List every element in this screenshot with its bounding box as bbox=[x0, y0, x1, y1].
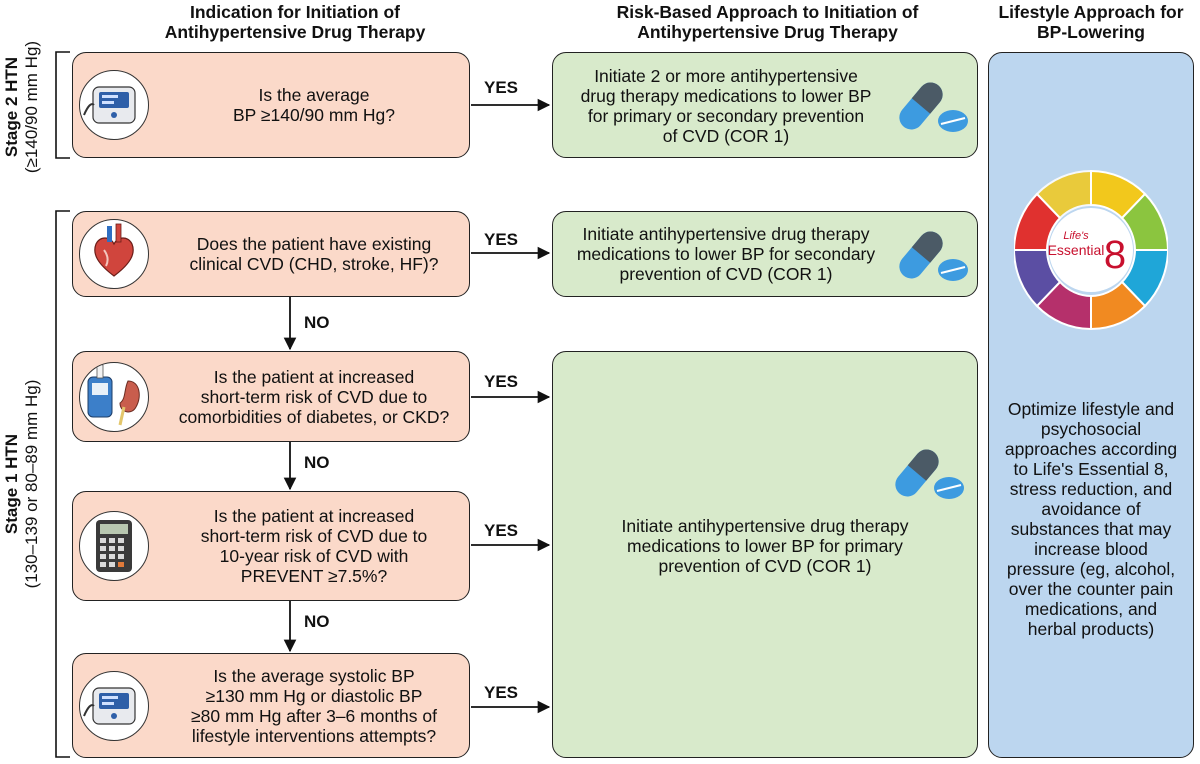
question-text: Is the patient at increased short-term r… bbox=[178, 366, 450, 427]
blood-pressure-monitor-icon bbox=[79, 670, 149, 741]
logo-text-essential: Essential bbox=[1048, 242, 1105, 258]
yes-label-2: YES bbox=[484, 230, 519, 249]
header-indication: Indication for Initiation of Antihyperte… bbox=[164, 2, 426, 42]
no-label-3: NO bbox=[304, 612, 330, 631]
question-box-prevent-risk: Is the patient at increased short-term r… bbox=[72, 491, 470, 601]
lifes-essential-8-logo: Life's Essential 8 bbox=[1012, 163, 1170, 333]
question-text: Is the average BP ≥140/90 mm Hg? bbox=[232, 85, 395, 125]
stage1-bracket bbox=[55, 210, 70, 758]
action-text: Initiate antihypertensive drug therapy m… bbox=[576, 224, 876, 284]
no-label-1: NO bbox=[304, 313, 330, 332]
yes-label-3: YES bbox=[484, 372, 519, 391]
logo-text-lifes: Life's bbox=[1063, 230, 1089, 242]
question-text: Does the patient have existing clinical … bbox=[189, 234, 439, 274]
yes-label-5: YES bbox=[484, 683, 519, 702]
question-text: Is the average systolic BP ≥130 mm Hg or… bbox=[191, 665, 437, 746]
action-box-two-drugs: Initiate 2 or more antihypertensive drug… bbox=[552, 52, 978, 158]
pill-icon bbox=[897, 226, 973, 284]
pill-icon bbox=[897, 77, 973, 135]
header-lifestyle: Lifestyle Approach for BP-Lowering bbox=[998, 2, 1184, 42]
question-box-existing-cvd: Does the patient have existing clinical … bbox=[72, 211, 470, 297]
question-text: Is the patient at increased short-term r… bbox=[200, 506, 428, 586]
pill-icon bbox=[893, 444, 969, 502]
lifestyle-box: Life's Essential 8 Optimize lifestyle an… bbox=[988, 52, 1194, 758]
action-box-primary-prevention: Initiate antihypertensive drug therapy m… bbox=[552, 351, 978, 758]
action-text: Initiate antihypertensive drug therapy m… bbox=[621, 516, 909, 576]
blood-pressure-monitor-icon bbox=[79, 70, 149, 140]
lifestyle-text: Optimize lifestyle and psychosocial appr… bbox=[1004, 399, 1178, 639]
yes-label-1: YES bbox=[484, 78, 519, 97]
question-box-bp-stage2: Is the average BP ≥140/90 mm Hg? bbox=[72, 52, 470, 158]
logo-text-eight: 8 bbox=[1104, 233, 1126, 277]
no-label-2: NO bbox=[304, 453, 330, 472]
header-risk-based: Risk-Based Approach to Initiation of Ant… bbox=[616, 2, 919, 42]
action-text: Initiate 2 or more antihypertensive drug… bbox=[580, 66, 872, 146]
glucose-meter-kidney-icon bbox=[79, 361, 149, 432]
calculator-icon bbox=[79, 511, 149, 581]
heart-icon bbox=[79, 219, 149, 289]
yes-label-4: YES bbox=[484, 521, 519, 540]
question-box-diabetes-ckd: Is the patient at increased short-term r… bbox=[72, 351, 470, 442]
action-box-secondary-prevention: Initiate antihypertensive drug therapy m… bbox=[552, 211, 978, 297]
stage2-bracket bbox=[55, 51, 70, 159]
question-box-lifestyle-followup: Is the average systolic BP ≥130 mm Hg or… bbox=[72, 653, 470, 758]
